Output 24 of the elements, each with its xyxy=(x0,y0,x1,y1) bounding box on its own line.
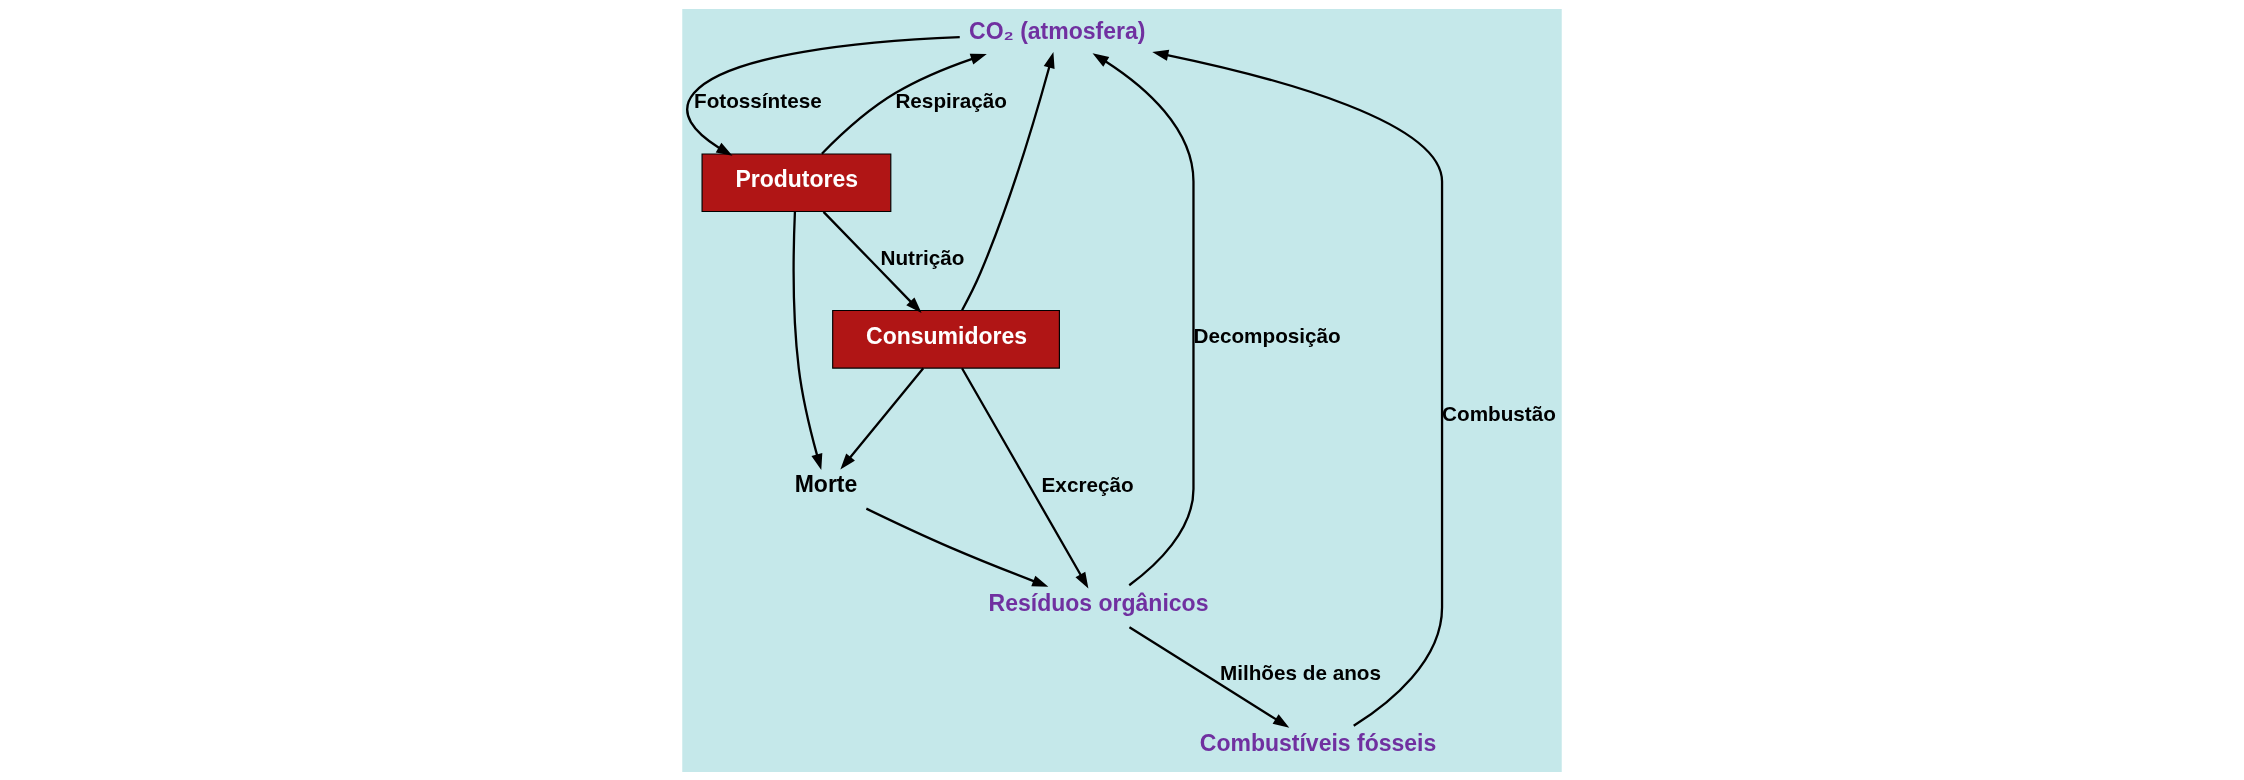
arrow xyxy=(686,35,960,156)
arrow xyxy=(822,210,922,313)
arrow xyxy=(840,367,925,469)
node-text: Resíduos orgânicos xyxy=(988,589,1209,616)
arrow xyxy=(961,51,1055,311)
arrow xyxy=(1092,52,1195,586)
node-text: Combustíveis fósseis xyxy=(1199,729,1437,756)
edge-label: Nutrição xyxy=(880,245,965,269)
edge-label: Excreção xyxy=(1041,472,1134,496)
edge-label: Combustão xyxy=(1442,401,1556,425)
arrow xyxy=(821,53,987,154)
node-box: Consumidores xyxy=(832,309,1060,369)
edge-label: Respiração xyxy=(895,88,1008,112)
arrow xyxy=(1152,49,1444,727)
node-text: CO₂ (atmosfera) xyxy=(969,17,1146,44)
edge-label: Milhões de anos xyxy=(1219,660,1381,684)
node-box: Produtores xyxy=(701,152,892,212)
arrow xyxy=(961,367,1089,588)
edge-label: Decomposição xyxy=(1193,323,1341,347)
edge-label: Fotossíntese xyxy=(694,88,822,112)
node-text: Morte xyxy=(794,470,858,497)
arrow xyxy=(865,507,1049,587)
arrow xyxy=(792,211,823,470)
arrow xyxy=(1128,625,1290,728)
